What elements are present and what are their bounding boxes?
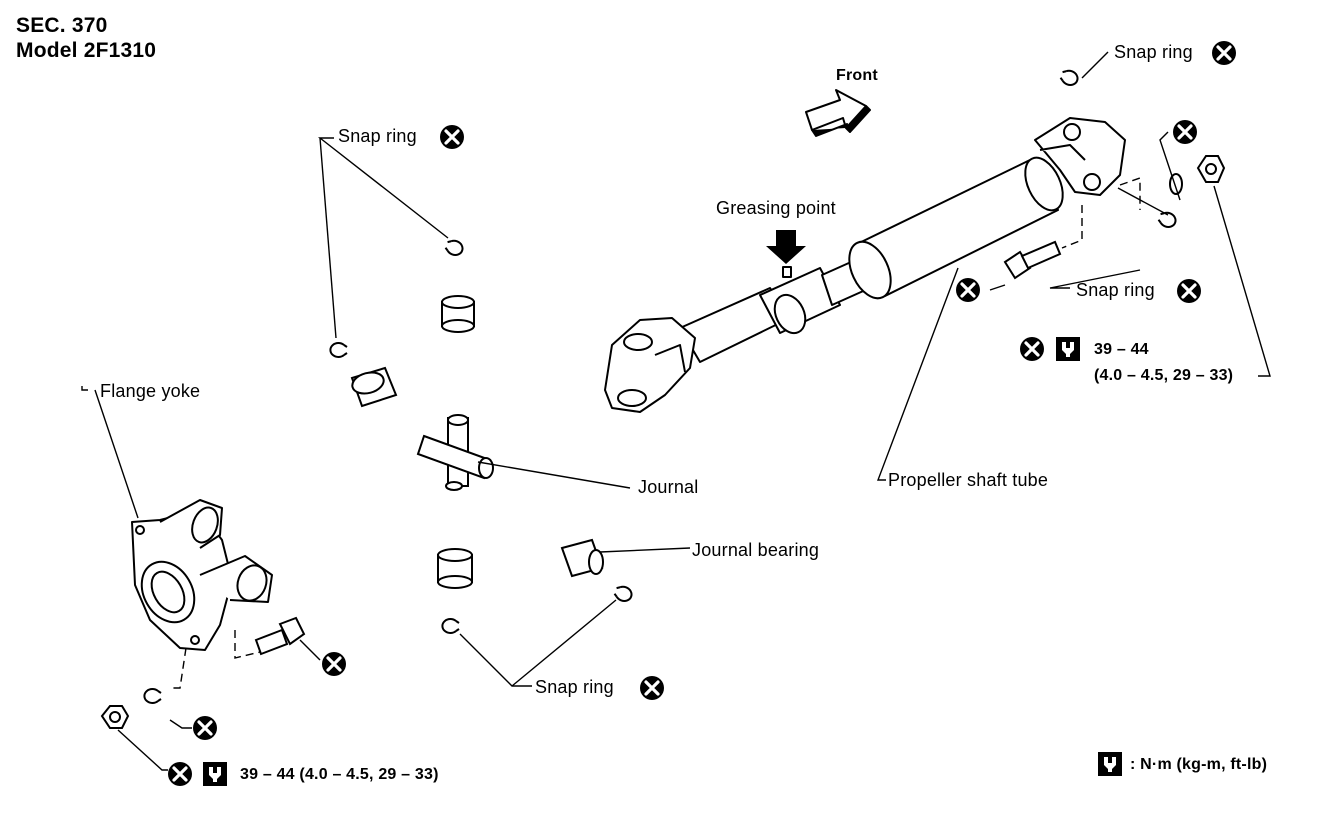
snap-ring-lower-left-part bbox=[143, 688, 162, 704]
wrench-torque-icon bbox=[203, 762, 227, 786]
replace-x-icon bbox=[638, 674, 666, 702]
journal-bearings bbox=[350, 295, 604, 589]
snap-ring-label: Snap ring bbox=[535, 677, 614, 697]
propeller-shaft-tube-label: Propeller shaft tube bbox=[888, 470, 1049, 490]
replace-x-icon bbox=[1171, 118, 1199, 146]
replace-x-icon bbox=[320, 650, 348, 678]
front-direction-label: Front bbox=[836, 67, 878, 84]
nut-left bbox=[100, 705, 130, 729]
journal-label: Journal bbox=[638, 477, 699, 497]
section-number: SEC. 370 bbox=[16, 14, 108, 37]
snap-ring-mid-right-part bbox=[1156, 209, 1179, 231]
replace-x-icon bbox=[1210, 39, 1238, 67]
torque-spec-bottom: 39 – 44 (4.0 – 4.5, 29 – 33) bbox=[240, 766, 439, 783]
bolt-right bbox=[1003, 240, 1062, 280]
replace-x-icon bbox=[438, 123, 466, 151]
replace-x-icon bbox=[1018, 335, 1046, 363]
flange-yoke-label: Flange yoke bbox=[100, 381, 201, 401]
torque-spec-right-line1: 39 – 44 bbox=[1094, 341, 1149, 358]
journal-bearing-label: Journal bearing bbox=[692, 540, 820, 560]
model-number: Model 2F1310 bbox=[16, 39, 157, 62]
torque-spec-right-line2: (4.0 – 4.5, 29 – 33) bbox=[1094, 367, 1234, 384]
flange-yoke-part bbox=[131, 499, 273, 651]
wrench-torque-icon bbox=[1056, 337, 1080, 361]
greasing-point-label: Greasing point bbox=[716, 198, 836, 218]
snap-ring-label: Snap ring bbox=[1114, 42, 1193, 62]
snap-ring-left-part bbox=[329, 342, 348, 358]
left-leader-lines bbox=[81, 137, 691, 771]
replace-x-icon bbox=[191, 714, 219, 742]
replace-x-icon bbox=[166, 760, 194, 788]
right-leader-lines bbox=[876, 51, 1271, 481]
propeller-shaft bbox=[604, 117, 1126, 413]
snap-ring-bottom-part bbox=[441, 618, 460, 634]
torque-unit-legend: : N·m (kg-m, ft-lb) bbox=[1130, 756, 1268, 773]
snap-ring-top-part bbox=[443, 237, 466, 259]
wrench-torque-icon bbox=[1098, 752, 1122, 776]
bolt-left bbox=[254, 616, 306, 656]
journal-part bbox=[416, 414, 494, 491]
greasing-point-arrow-icon bbox=[766, 230, 806, 264]
replace-x-icon bbox=[1175, 277, 1203, 305]
snap-ring-top-right-part bbox=[1058, 67, 1081, 89]
snap-ring-label: Snap ring bbox=[338, 126, 417, 146]
front-arrow-icon bbox=[805, 89, 871, 137]
replace-x-icon bbox=[954, 276, 982, 304]
snap-ring-label: Snap ring bbox=[1076, 280, 1155, 300]
nut-right bbox=[1196, 155, 1226, 183]
